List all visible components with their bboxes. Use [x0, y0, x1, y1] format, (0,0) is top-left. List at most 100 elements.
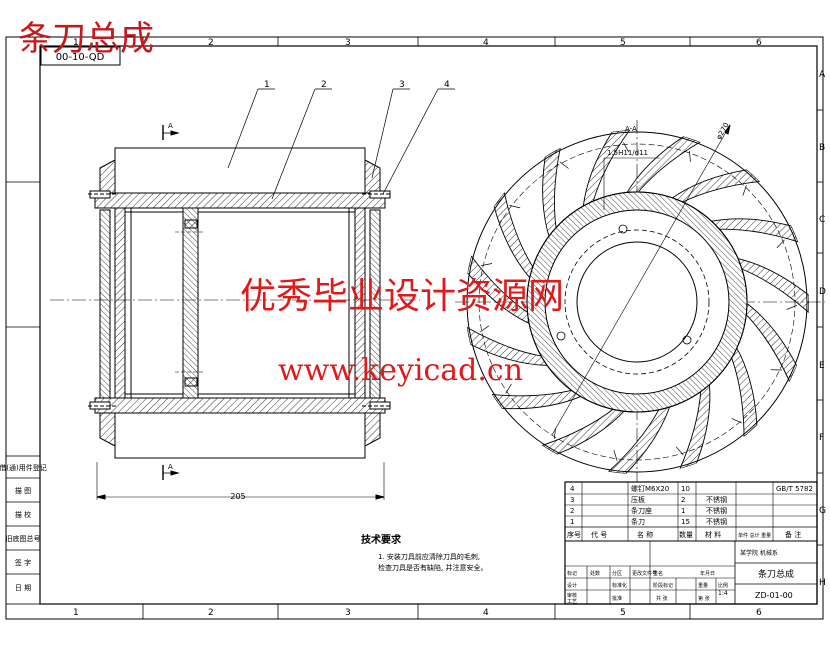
- row-letter-h: H: [819, 578, 826, 588]
- balloon-2: 2: [321, 80, 327, 90]
- bom-header-weight: 单件 总计 重量: [738, 532, 771, 539]
- cutter-blade: [607, 404, 672, 474]
- tb-label-standard: 标准化: [612, 582, 627, 589]
- tb-label-count: 处数: [590, 570, 600, 577]
- cutter-blade: [730, 344, 758, 438]
- tb-label-zone: 分区: [612, 570, 622, 577]
- cutter-blade: [493, 191, 535, 281]
- blade-edge-line: [689, 150, 691, 162]
- section-view: [50, 125, 420, 500]
- title-block-text: 某学院 机械系 条刀总成 ZD-01-00 1:4 标记 处数 分区 更改文件号…: [567, 549, 794, 605]
- row-letter-f: F: [819, 433, 824, 443]
- cutter-blade: [490, 389, 584, 410]
- tech-req-line1: 1. 安装刀具前应清除刀具的毛刺,: [378, 552, 480, 561]
- watermark-line2: www.keyicad.cn: [278, 353, 523, 388]
- bom-qty-1: 15: [681, 518, 690, 526]
- tb-label-sheet: 第 张: [698, 595, 710, 602]
- blade-edge-line: [559, 161, 569, 169]
- blade-edge-line: [623, 142, 630, 153]
- blade-edge-line: [786, 304, 798, 310]
- row-letter-g: G: [819, 506, 826, 516]
- left-label-4: 旧底图总号: [6, 534, 41, 543]
- col-num-b1: 1: [73, 608, 79, 618]
- left-label-6: 日 期: [15, 584, 31, 592]
- tb-scale: 1:4: [718, 590, 728, 597]
- col-num-b2: 2: [208, 608, 214, 618]
- bom-no-3: 3: [570, 496, 574, 504]
- bom-qty-4: 10: [681, 485, 690, 493]
- bom-note-4: GB/T 5782: [776, 485, 813, 493]
- col-num-3: 3: [345, 38, 351, 48]
- bom-name-3: 压板: [631, 495, 645, 504]
- leader-lines: [227, 88, 455, 200]
- bom-no-1: 1: [570, 518, 574, 526]
- bom-no-2: 2: [570, 507, 574, 515]
- blade-edge-line: [553, 427, 556, 439]
- col-num-6: 6: [756, 38, 762, 48]
- frame-column-numbers-bottom: 1 2 3 4 5 6: [73, 608, 762, 618]
- left-record-table: [5, 455, 41, 605]
- col-num-5: 5: [620, 38, 626, 48]
- blade-edge-line: [742, 185, 747, 196]
- frame-column-ticks: [6, 37, 823, 619]
- bom-header-qty: 数量: [679, 530, 693, 539]
- tb-label-total-sheets: 共 张: [656, 595, 668, 602]
- left-label-1: 借(通)用件登记: [0, 463, 47, 472]
- title-block-grid: [564, 481, 818, 605]
- cutter-blade: [540, 407, 627, 455]
- tech-req-heading: 技术要求: [361, 533, 402, 546]
- bom-no-4: 4: [570, 485, 575, 493]
- bom-header-name: 名 称: [637, 530, 653, 539]
- blade-edge-line: [479, 325, 490, 333]
- cutter-blade: [744, 301, 798, 383]
- frame-column-numbers-top: 1 2 3 4 5 6: [73, 38, 762, 48]
- tb-label-weight: 重量: [698, 582, 708, 589]
- bom-rows: 4 螺钉M6X20 10 GB/T 5782 3 压板 2 不锈钢 2 条刀座 …: [567, 484, 813, 539]
- frame-row-letters: A B C D E F G H: [819, 70, 826, 588]
- row-letter-a: A: [819, 70, 826, 80]
- inner-frame: [39, 45, 818, 605]
- tb-label-scale: 比例: [718, 582, 728, 589]
- blade-edge-line: [675, 446, 684, 456]
- bom-mat-2: 不锈钢: [706, 506, 727, 515]
- bom-name-4: 螺钉M6X20: [631, 484, 669, 493]
- bom-mat-1: 不锈钢: [706, 517, 727, 526]
- tb-label-changedoc: 更改文件号: [632, 570, 657, 577]
- tb-label-review: 审核: [567, 592, 577, 599]
- drawing-code-box: [40, 46, 121, 66]
- left-label-2: 描 图: [15, 486, 31, 495]
- blade-edge-line: [509, 205, 521, 209]
- tech-req-line2: 检查刀具是否有缺陷, 并注意安全。: [378, 563, 487, 572]
- tb-label-approve: 批准: [612, 595, 622, 602]
- bom-mat-3: 不锈钢: [706, 495, 727, 504]
- outer-frame: [5, 36, 824, 620]
- left-label-3: 描 校: [15, 510, 31, 519]
- tb-label-sign: 签名: [653, 570, 663, 577]
- col-num-b5: 5: [620, 608, 626, 618]
- bom-qty-3: 2: [681, 496, 685, 504]
- col-num-b4: 4: [483, 608, 489, 618]
- row-letter-d: D: [819, 287, 826, 297]
- bom-header-note: 备 注: [785, 530, 801, 539]
- balloon-1: 1: [264, 80, 270, 90]
- row-letter-c: C: [819, 215, 825, 225]
- col-num-b3: 3: [345, 608, 351, 618]
- col-num-4: 4: [483, 38, 489, 48]
- tb-company: 某学院 机械系: [740, 549, 778, 557]
- bom-qty-2: 1: [681, 507, 685, 515]
- bom-header-no: 序号: [567, 530, 581, 539]
- col-num-2: 2: [208, 38, 214, 48]
- bom-header-code: 代 号: [591, 530, 607, 539]
- blade-edge-line: [731, 418, 742, 424]
- left-label-5: 签 字: [15, 558, 31, 567]
- section-mark-a-bottom: A: [168, 463, 173, 471]
- cutter-blade: [542, 147, 561, 240]
- tb-part-name: 条刀总成: [758, 568, 794, 580]
- tb-label-design: 设计: [567, 582, 577, 589]
- col-num-1: 1: [73, 38, 79, 48]
- tb-label-process: 工艺: [567, 599, 577, 605]
- tb-label-stage: 阶段标记: [653, 582, 673, 589]
- tb-label-date: 年月日: [700, 570, 715, 577]
- bom-name-2: 条刀座: [631, 506, 652, 515]
